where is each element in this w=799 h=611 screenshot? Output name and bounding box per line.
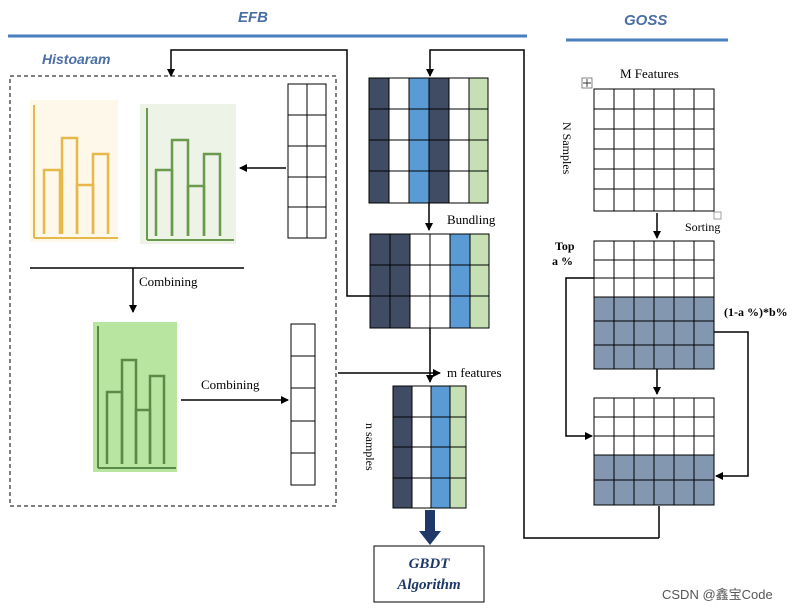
bundling-label: Bundling xyxy=(447,212,496,227)
goss-matrix-full xyxy=(593,88,715,212)
feature-matrix-b xyxy=(369,233,490,329)
gbdt-arrow xyxy=(419,510,441,545)
gbdt-line1: GBDT xyxy=(409,556,451,572)
resize-handle-icon[interactable] xyxy=(713,211,722,220)
sorting-label: Sorting xyxy=(685,220,720,234)
green-histogram xyxy=(140,104,236,244)
n-samples-label: n samples xyxy=(363,423,377,471)
m-features-label: m features xyxy=(447,365,502,380)
feature-grid-top xyxy=(287,83,327,239)
a-pct-label: a % xyxy=(552,254,573,268)
goss-matrix-sampled xyxy=(593,397,715,506)
combining-label-2: Combining xyxy=(201,377,260,392)
feature-grid-bottom xyxy=(290,323,316,486)
feature-matrix-c xyxy=(392,385,467,509)
combining-label-1: Combining xyxy=(139,274,198,289)
histogram-title: Histoaram xyxy=(42,51,110,67)
yellow-histogram xyxy=(30,100,118,242)
move-handle-icon[interactable] xyxy=(581,77,593,89)
gbdt-line2: Algorithm xyxy=(396,577,460,593)
top-label: Top xyxy=(555,239,575,253)
combined-histogram xyxy=(93,322,177,472)
watermark: CSDN @鑫宝Code xyxy=(662,587,773,602)
connector-goss-to-matrix xyxy=(426,49,659,539)
connector-to-histogram xyxy=(167,49,370,297)
goss-matrix-sorted xyxy=(593,240,715,370)
feature-matrix-a xyxy=(368,77,489,204)
rest-label: (1-a %)*b% xyxy=(724,305,788,319)
efb-title: EFB xyxy=(238,9,268,26)
goss-title: GOSS xyxy=(624,12,667,29)
arrow-top-a xyxy=(565,277,594,440)
m-features-goss-label: M Features xyxy=(620,66,679,81)
gbdt-box xyxy=(373,545,485,603)
n-samples-goss-label: N Samples xyxy=(560,122,574,175)
arrow-rest xyxy=(714,331,749,480)
